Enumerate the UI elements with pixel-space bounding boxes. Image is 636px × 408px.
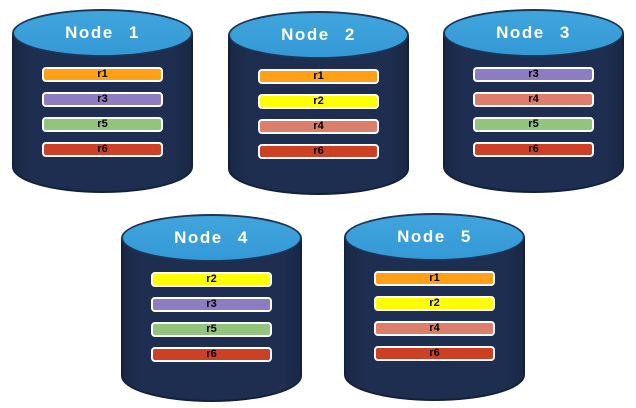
cylinder-body bbox=[344, 237, 525, 401]
node-title: Node 1 bbox=[65, 23, 140, 42]
cylinder-top-ellipse: Node 5 bbox=[344, 213, 525, 261]
replica-bar: r2 bbox=[258, 94, 379, 109]
replica-list: r3 r4 r5 r6 bbox=[473, 67, 594, 157]
replica-bar: r5 bbox=[151, 322, 272, 337]
node-2-cylinder: Node 2 r1 r2 r4 r6 bbox=[228, 11, 409, 195]
node-3-cylinder: Node 3 r3 r4 r5 r6 bbox=[443, 9, 624, 193]
replica-bar: r3 bbox=[42, 92, 163, 107]
replica-bar: r6 bbox=[42, 142, 163, 157]
cylinder-top-ellipse: Node 1 bbox=[12, 9, 193, 57]
replica-bar: r6 bbox=[374, 346, 495, 361]
replica-bar: r5 bbox=[473, 117, 594, 132]
node-4-cylinder: Node 4 r2 r3 r5 r6 bbox=[121, 214, 302, 402]
replica-bar: r4 bbox=[258, 119, 379, 134]
replica-bar: r5 bbox=[42, 117, 163, 132]
replica-list: r2 r3 r5 r6 bbox=[151, 272, 272, 362]
replica-list: r1 r3 r5 r6 bbox=[42, 67, 163, 157]
replica-bar: r1 bbox=[258, 69, 379, 84]
cylinder-body bbox=[12, 33, 193, 193]
cylinder-body bbox=[228, 35, 409, 195]
cylinder-body bbox=[121, 238, 302, 402]
cylinder-body bbox=[443, 33, 624, 193]
replica-bar: r3 bbox=[151, 297, 272, 312]
node-5-cylinder: Node 5 r1 r2 r4 r6 bbox=[344, 213, 525, 401]
replica-list: r1 r2 r4 r6 bbox=[258, 69, 379, 159]
cylinder-top-ellipse: Node 4 bbox=[121, 214, 302, 262]
replica-bar: r1 bbox=[374, 271, 495, 286]
node-title: Node 3 bbox=[496, 23, 571, 42]
replica-bar: r6 bbox=[258, 144, 379, 159]
node-title: Node 4 bbox=[174, 228, 249, 247]
cylinder-top-ellipse: Node 2 bbox=[228, 11, 409, 59]
replica-bar: r2 bbox=[151, 272, 272, 287]
replica-bar: r1 bbox=[42, 67, 163, 82]
replica-bar: r6 bbox=[473, 142, 594, 157]
replica-bar: r2 bbox=[374, 296, 495, 311]
node-1-cylinder: Node 1 r1 r3 r5 r6 bbox=[12, 9, 193, 193]
replica-bar: r3 bbox=[473, 67, 594, 82]
replica-list: r1 r2 r4 r6 bbox=[374, 271, 495, 361]
replica-bar: r6 bbox=[151, 347, 272, 362]
node-title: Node 5 bbox=[397, 227, 472, 246]
cylinder-top-ellipse: Node 3 bbox=[443, 9, 624, 57]
node-title: Node 2 bbox=[281, 25, 356, 44]
replica-bar: r4 bbox=[473, 92, 594, 107]
replica-bar: r4 bbox=[374, 321, 495, 336]
